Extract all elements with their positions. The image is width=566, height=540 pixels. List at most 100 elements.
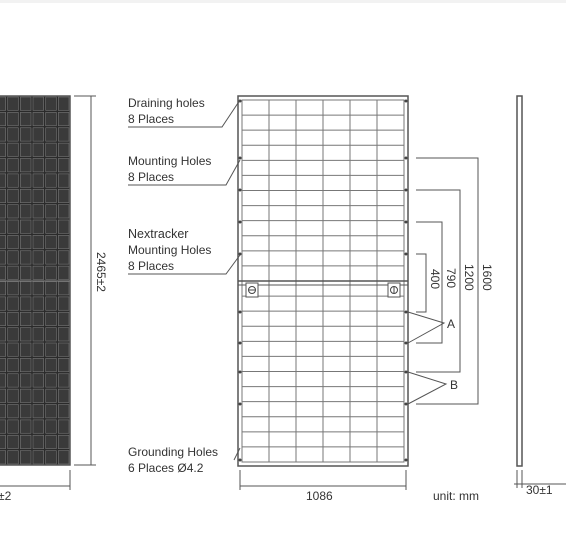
front-cell [0, 96, 6, 111]
front-cell [0, 404, 6, 419]
front-cell [58, 388, 70, 403]
front-cell [45, 265, 57, 280]
front-cell [45, 235, 57, 250]
front-cell [7, 112, 19, 127]
front-cell [0, 388, 6, 403]
front-cell [58, 173, 70, 188]
callout-b-lines [407, 371, 448, 405]
front-cell [45, 219, 57, 234]
front-cell [32, 173, 44, 188]
front-cell [58, 204, 70, 219]
front-cell [58, 342, 70, 357]
dim-1200-label: 1200 [462, 264, 476, 291]
nextracker-holes-callout: Nextracker Mounting Holes 8 Places [128, 227, 241, 275]
front-cell [45, 158, 57, 173]
front-cell [0, 311, 6, 326]
front-cell [0, 450, 6, 465]
front-cell [45, 250, 57, 265]
front-cell [58, 419, 70, 434]
front-cell [58, 358, 70, 373]
front-cell [45, 358, 57, 373]
front-cell [45, 450, 57, 465]
front-cell [7, 219, 19, 234]
front-cell [0, 434, 6, 449]
front-cell [0, 342, 6, 357]
nextracker-mounting-title: Mounting Holes [128, 243, 211, 257]
front-cell [20, 204, 32, 219]
top-strip [0, 0, 566, 3]
front-cell [20, 219, 32, 234]
front-cell [7, 250, 19, 265]
draining-holes-callout: Draining holes 8 Places [128, 96, 241, 128]
height-dimension [74, 95, 96, 466]
draining-holes-title: Draining holes [128, 96, 205, 110]
junction-box-right [387, 282, 401, 298]
front-cell [45, 281, 57, 296]
front-cell [58, 373, 70, 388]
front-cell [45, 342, 57, 357]
front-cell [0, 358, 6, 373]
front-cell [20, 404, 32, 419]
front-cell [32, 158, 44, 173]
front-cell [20, 450, 32, 465]
front-cell [7, 173, 19, 188]
front-cell [7, 373, 19, 388]
front-cell [20, 419, 32, 434]
width-dimension-label: 1086 [306, 489, 333, 503]
front-cell [7, 142, 19, 157]
mounting-holes-title: Mounting Holes [128, 154, 211, 168]
callout-a-lines [407, 311, 446, 344]
front-cell [45, 373, 57, 388]
front-cell [32, 127, 44, 142]
front-cell [32, 388, 44, 403]
dim-400-label: 400 [428, 269, 442, 289]
front-cell-grid [0, 96, 70, 465]
front-cell [7, 434, 19, 449]
front-cell [45, 327, 57, 342]
front-cell [32, 265, 44, 280]
front-cell [58, 127, 70, 142]
front-cell [0, 373, 6, 388]
dim-1600-label: 1600 [480, 264, 494, 291]
front-cell [45, 142, 57, 157]
front-cell [32, 327, 44, 342]
front-cell [32, 404, 44, 419]
front-cell [20, 311, 32, 326]
front-cell [7, 419, 19, 434]
front-cell [32, 204, 44, 219]
front-cell [0, 419, 6, 434]
front-cell [7, 204, 19, 219]
front-cell [32, 235, 44, 250]
front-cell [7, 388, 19, 403]
side-view-panel [514, 95, 566, 488]
front-cell [45, 388, 57, 403]
front-cell [45, 204, 57, 219]
front-cell [45, 311, 57, 326]
front-cell [32, 219, 44, 234]
draining-holes-count: 8 Places [128, 112, 174, 126]
front-cell [7, 158, 19, 173]
front-cell [20, 388, 32, 403]
front-cell [7, 342, 19, 357]
front-cell [45, 96, 57, 111]
grounding-holes-title: Grounding Holes [128, 445, 218, 459]
front-cell [7, 96, 19, 111]
nextracker-count: 8 Places [128, 259, 174, 273]
front-cell [0, 204, 6, 219]
front-cell [32, 296, 44, 311]
front-cell [32, 188, 44, 203]
front-cell [7, 127, 19, 142]
front-cell [58, 158, 70, 173]
front-cell [0, 327, 6, 342]
back-view-panel [237, 95, 409, 467]
front-cell [0, 173, 6, 188]
front-cell [58, 434, 70, 449]
front-cell [7, 450, 19, 465]
front-cell [58, 311, 70, 326]
front-cell [0, 127, 6, 142]
front-cell [0, 265, 6, 280]
front-cell [20, 250, 32, 265]
front-cell [45, 296, 57, 311]
front-cell [58, 96, 70, 111]
